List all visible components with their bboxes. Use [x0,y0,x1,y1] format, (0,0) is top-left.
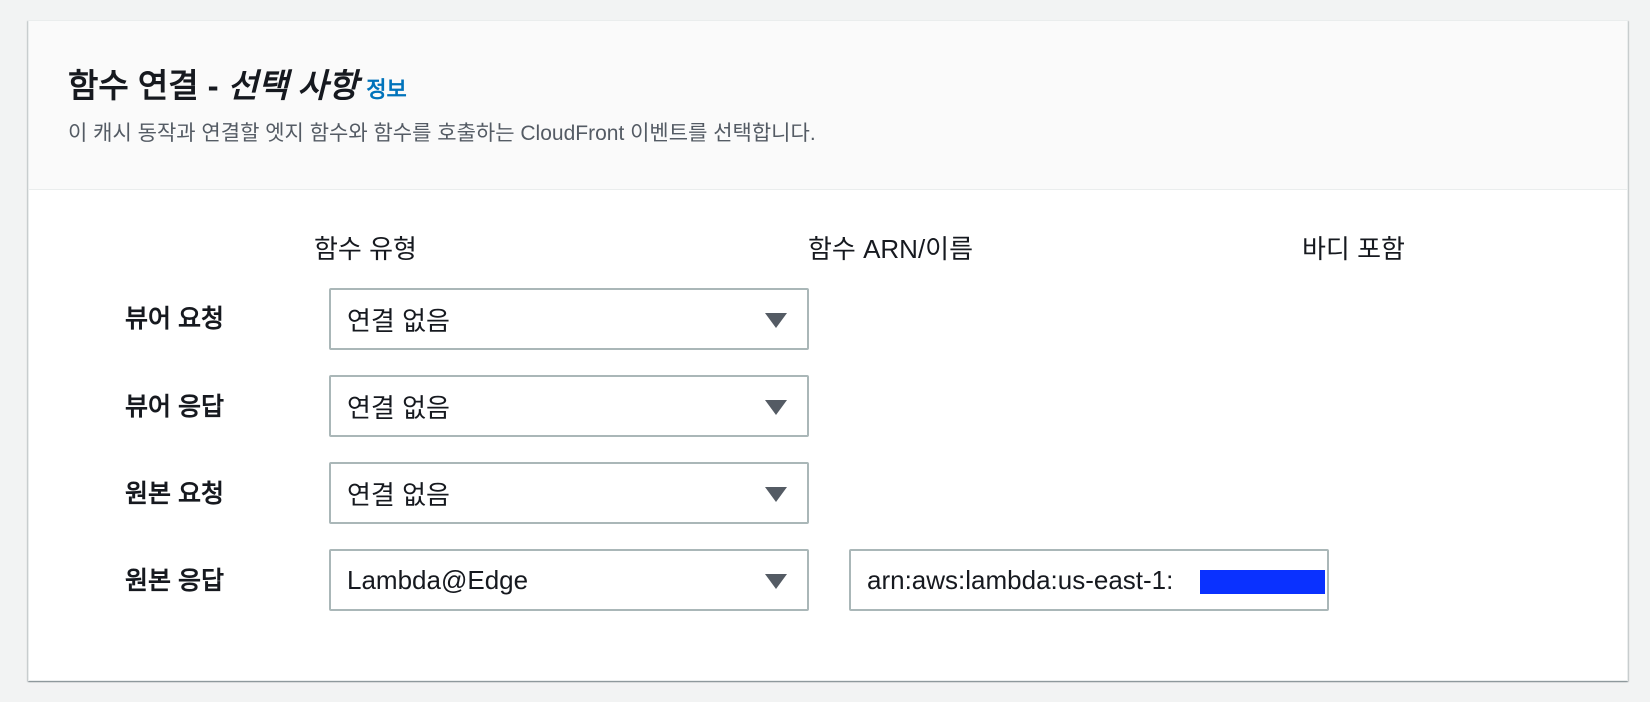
redaction-block [1200,570,1325,594]
column-header-function-arn: 함수 ARN/이름 [808,234,974,264]
panel-description: 이 캐시 동작과 연결할 엣지 함수와 함수를 호출하는 CloudFront … [68,122,816,145]
select-value: 연결 없음 [347,392,450,423]
select-value: 연결 없음 [347,479,450,510]
caret-down-icon [765,487,787,502]
column-header-include-body: 바디 포함 [1302,234,1405,264]
info-link[interactable]: 정보 [366,77,407,102]
caret-down-icon [765,574,787,589]
row-label-viewer-request: 뷰어 요청 [125,305,224,333]
origin-response-function-type-select[interactable]: Lambda@Edge [329,549,809,611]
row-label-origin-response: 원본 응답 [125,567,224,595]
row-label-viewer-response: 뷰어 응답 [125,393,224,421]
function-associations-panel: 함수 연결 - 선택 사항 정보 이 캐시 동작과 연결할 엣지 함수와 함수를… [28,20,1628,681]
viewer-request-function-type-select[interactable]: 연결 없음 [329,288,809,350]
origin-response-function-arn-input[interactable]: arn:aws:lambda:us-east-1: [849,549,1329,611]
origin-request-function-type-select[interactable]: 연결 없음 [329,462,809,524]
panel-title: 함수 연결 - 선택 사항 정보 [68,59,407,107]
caret-down-icon [765,313,787,328]
title-optional: 선택 사항 [227,67,359,104]
column-header-function-type: 함수 유형 [314,234,417,264]
select-value: 연결 없음 [347,305,450,336]
arn-value: arn:aws:lambda:us-east-1: [867,564,1174,595]
title-separator: - [207,67,219,104]
panel-header: 함수 연결 - 선택 사항 정보 이 캐시 동작과 연결할 엣지 함수와 함수를… [29,21,1627,190]
row-label-origin-request: 원본 요청 [125,480,224,508]
viewer-response-function-type-select[interactable]: 연결 없음 [329,375,809,437]
title-text: 함수 연결 [68,67,199,104]
caret-down-icon [765,400,787,415]
select-value: Lambda@Edge [347,564,529,595]
